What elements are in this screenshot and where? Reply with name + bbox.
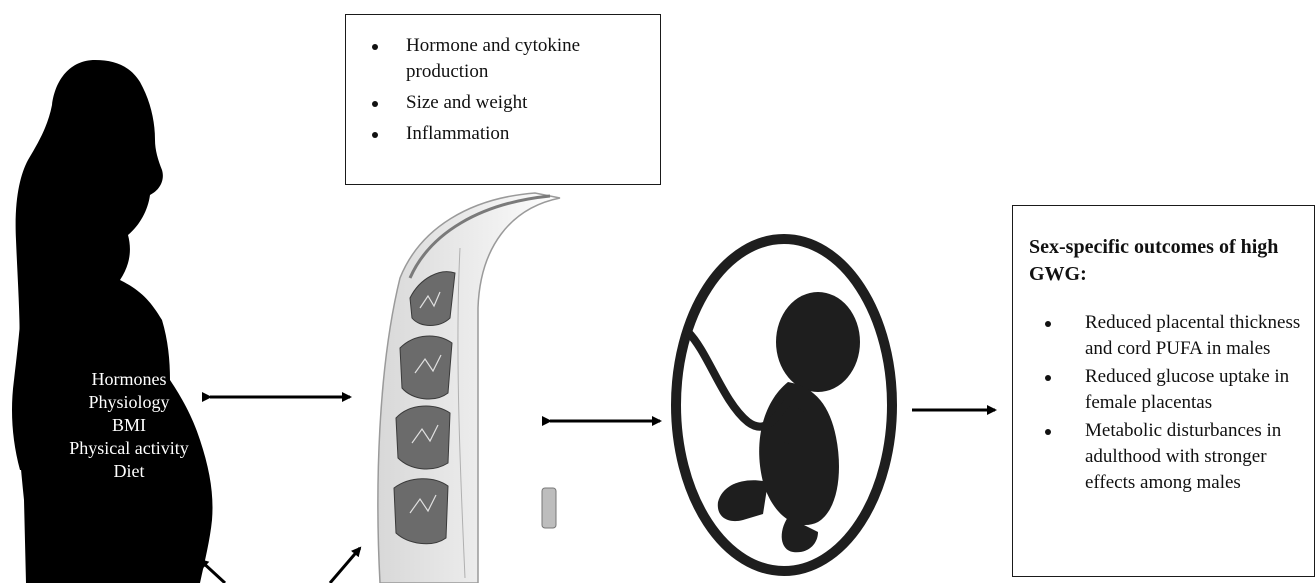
outcome-item: Metabolic disturbances in adulthood with…	[1029, 418, 1306, 496]
placenta-factor-item: Size and weight	[364, 90, 648, 116]
placenta-factor-item: Hormone and cytokine production	[364, 33, 648, 85]
bullet-icon	[1045, 375, 1051, 381]
bullet-icon	[1045, 321, 1051, 327]
factor-bmi: BMI	[44, 414, 214, 437]
fetus-in-womb-icon	[668, 232, 900, 578]
placenta-factor-item: Inflammation	[364, 121, 648, 147]
bullet-icon	[372, 44, 378, 50]
outcome-item: Reduced glucose uptake in female placent…	[1029, 364, 1306, 416]
mother-factors-list: Hormones Physiology BMI Physical activit…	[44, 368, 214, 483]
bullet-icon	[372, 101, 378, 107]
bullet-icon	[372, 132, 378, 138]
factor-physiology: Physiology	[44, 391, 214, 414]
factor-physical-activity: Physical activity	[44, 437, 214, 460]
lower-placenta-arrow	[330, 548, 360, 583]
outcomes-title: Sex-specific outcomes of high GWG:	[1029, 234, 1306, 288]
factor-hormones: Hormones	[44, 368, 214, 391]
factor-diet: Diet	[44, 460, 214, 483]
pregnant-woman-silhouette-icon	[0, 0, 260, 583]
outcome-item: Reduced placental thickness and cord PUF…	[1029, 310, 1306, 362]
placenta-factors-box: Hormone and cytokine production Size and…	[345, 14, 661, 185]
outcomes-box: Sex-specific outcomes of high GWG: Reduc…	[1012, 205, 1315, 577]
bullet-icon	[1045, 429, 1051, 435]
placenta-cross-section-icon	[360, 188, 570, 583]
